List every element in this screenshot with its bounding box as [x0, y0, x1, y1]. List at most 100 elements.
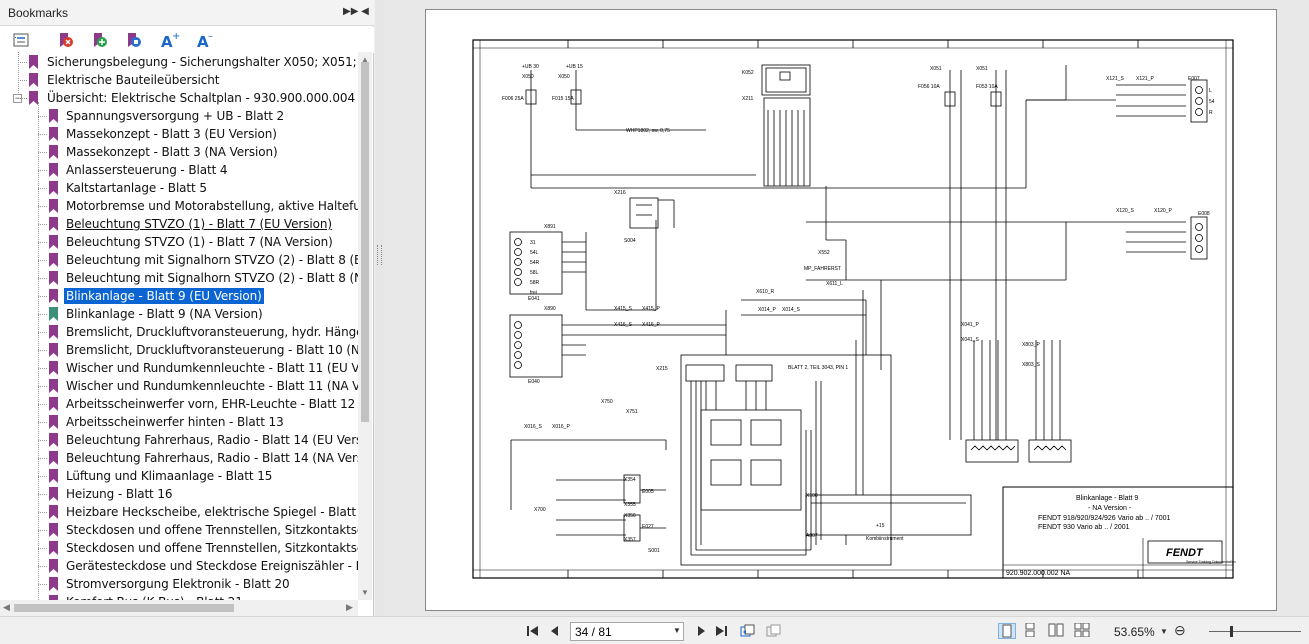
- bookmark-item[interactable]: Massekonzept - Blatt 3 (EU Version): [0, 125, 358, 143]
- bookmark-label[interactable]: Beleuchtung mit Signalhorn STVZO (2) - B…: [66, 253, 358, 267]
- bookmark-label[interactable]: Arbeitsscheinwerfer vorn, EHR-Leuchte - …: [66, 397, 356, 411]
- bookmark-label[interactable]: Massekonzept - Blatt 3 (NA Version): [66, 145, 278, 159]
- bookmark-item[interactable]: Arbeitsscheinwerfer vorn, EHR-Leuchte - …: [0, 395, 358, 413]
- document-view[interactable]: X050 X050 F006 25A F015 15A +UB 30 +UB 1…: [384, 0, 1309, 616]
- zoom-slider[interactable]: [1209, 631, 1301, 632]
- bookmarks-horizontal-scrollbar[interactable]: ◀ ▶: [0, 600, 358, 616]
- bookmark-item[interactable]: Beleuchtung Fahrerhaus, Radio - Blatt 14…: [0, 449, 358, 467]
- reduce-text-icon[interactable]: A–: [194, 30, 216, 50]
- bookmark-item[interactable]: Steckdosen und offene Trennstellen, Sitz…: [0, 539, 358, 557]
- facing-view-icon[interactable]: [1048, 623, 1066, 639]
- page-dropdown-icon[interactable]: ▼: [673, 626, 681, 635]
- bookmark-label[interactable]: Komfort Bus (K Bus) - Blatt 21: [66, 594, 243, 600]
- bookmark-label[interactable]: Steckdosen und offene Trennstellen, Sitz…: [66, 541, 358, 555]
- previous-page-icon[interactable]: [548, 624, 562, 638]
- panel-expand-icon[interactable]: ▶▶: [343, 6, 359, 17]
- bookmark-label[interactable]: Wischer und Rundumkennleuchte - Blatt 11…: [66, 379, 358, 393]
- bookmark-label[interactable]: Heizung - Blatt 16: [66, 487, 173, 501]
- bookmark-item[interactable]: Spannungsversorgung + UB - Blatt 2: [0, 107, 358, 125]
- single-page-view-icon[interactable]: [998, 623, 1016, 639]
- scroll-left-icon[interactable]: ◀: [3, 602, 10, 612]
- bookmark-label[interactable]: Beleuchtung STVZO (1) - Blatt 7 (NA Vers…: [66, 235, 333, 249]
- bookmarks-tree: − Sicherungsbelegung - Sicherungshalter …: [0, 52, 358, 600]
- options-icon[interactable]: [10, 30, 32, 50]
- bookmark-item[interactable]: Wischer und Rundumkennleuchte - Blatt 11…: [0, 377, 358, 395]
- bookmark-item[interactable]: Wischer und Rundumkennleuchte - Blatt 11…: [0, 359, 358, 377]
- bookmark-label[interactable]: Massekonzept - Blatt 3 (EU Version): [66, 127, 277, 141]
- page-number-field[interactable]: 34 / 81 ▼: [570, 622, 684, 641]
- bookmark-item[interactable]: Lüftung und Klimaanlage - Blatt 15: [0, 467, 358, 485]
- bookmark-item[interactable]: Beleuchtung STVZO (1) - Blatt 7 (EU Vers…: [0, 215, 358, 233]
- bookmark-label[interactable]: Anlassersteuerung - Blatt 4: [66, 163, 228, 177]
- zoom-level[interactable]: 53.65%: [1114, 625, 1155, 639]
- zoom-slider-thumb[interactable]: [1230, 626, 1233, 637]
- scroll-right-icon[interactable]: ▶: [346, 602, 353, 612]
- panel-splitter[interactable]: [375, 0, 384, 616]
- bookmark-item[interactable]: Steckdosen und offene Trennstellen, Sitz…: [0, 521, 358, 539]
- bookmark-item[interactable]: Bremslicht, Druckluftvoransteuerung, hyd…: [0, 323, 358, 341]
- bookmark-label[interactable]: Spannungsversorgung + UB - Blatt 2: [66, 109, 285, 123]
- last-page-icon[interactable]: [714, 624, 728, 638]
- bookmark-item[interactable]: Bremslicht, Druckluftvoransteuerung - Bl…: [0, 341, 358, 359]
- bookmark-item[interactable]: Heizbare Heckscheibe, elektrische Spiege…: [0, 503, 358, 521]
- bookmark-item[interactable]: Elektrische Bauteileübersicht: [0, 71, 358, 89]
- bookmark-label[interactable]: Beleuchtung Fahrerhaus, Radio - Blatt 14…: [66, 451, 358, 465]
- vertical-scroll-thumb[interactable]: [361, 62, 369, 422]
- bookmark-item[interactable]: Massekonzept - Blatt 3 (NA Version): [0, 143, 358, 161]
- continuous-view-icon[interactable]: [1022, 622, 1040, 639]
- bookmark-label[interactable]: Bremslicht, Druckluftvoransteuerung - Bl…: [66, 343, 358, 357]
- continuous-facing-view-icon[interactable]: [1074, 622, 1092, 639]
- bookmark-label[interactable]: Kaltstartanlage - Blatt 5: [66, 181, 207, 195]
- page-number-input[interactable]: 34 / 81: [575, 625, 612, 639]
- bookmark-label[interactable]: Arbeitsscheinwerfer hinten - Blatt 13: [66, 415, 284, 429]
- splitter-grip-icon[interactable]: [377, 245, 382, 265]
- bookmark-label[interactable]: Beleuchtung mit Signalhorn STVZO (2) - B…: [66, 271, 358, 285]
- first-page-icon[interactable]: [526, 624, 540, 638]
- bookmark-item[interactable]: Kaltstartanlage - Blatt 5: [0, 179, 358, 197]
- bookmark-properties-icon[interactable]: [122, 30, 144, 50]
- bookmark-item[interactable]: Gerätesteckdose und Steckdose Ereigniszä…: [0, 557, 358, 575]
- bookmark-label[interactable]: Beleuchtung STVZO (1) - Blatt 7 (EU Vers…: [66, 217, 332, 231]
- bookmark-item[interactable]: Komfort Bus (K Bus) - Blatt 21: [0, 593, 358, 600]
- bookmark-item[interactable]: Heizung - Blatt 16: [0, 485, 358, 503]
- bookmark-label[interactable]: Gerätesteckdose und Steckdose Ereigniszä…: [66, 559, 358, 573]
- bookmark-item[interactable]: Übersicht: Elektrische Schaltplan - 930.…: [0, 89, 358, 107]
- bookmark-item[interactable]: Sicherungsbelegung - Sicherungshalter X0…: [0, 53, 358, 71]
- scroll-up-icon[interactable]: ▲: [361, 55, 369, 64]
- zoom-dropdown-icon[interactable]: ▼: [1160, 627, 1168, 636]
- bookmark-label[interactable]: Bremslicht, Druckluftvoransteuerung, hyd…: [66, 325, 358, 339]
- bookmark-item[interactable]: Beleuchtung STVZO (1) - Blatt 7 (NA Vers…: [0, 233, 358, 251]
- panel-collapse-icon[interactable]: ◀: [361, 6, 369, 17]
- bookmark-item[interactable]: Arbeitsscheinwerfer hinten - Blatt 13: [0, 413, 358, 431]
- bookmark-label[interactable]: Heizbare Heckscheibe, elektrische Spiege…: [66, 505, 358, 519]
- bookmark-label[interactable]: Lüftung und Klimaanlage - Blatt 15: [66, 469, 273, 483]
- bookmark-label[interactable]: Übersicht: Elektrische Schaltplan - 930.…: [47, 91, 358, 105]
- bookmark-label[interactable]: Stromversorgung Elektronik - Blatt 20: [66, 577, 290, 591]
- next-view-icon[interactable]: [766, 624, 781, 638]
- bookmark-label[interactable]: Blinkanlage - Blatt 9 (EU Version): [64, 288, 264, 304]
- bookmark-item[interactable]: Motorbremse und Motorabstellung, aktive …: [0, 197, 358, 215]
- bookmark-item[interactable]: Stromversorgung Elektronik - Blatt 20: [0, 575, 358, 593]
- zoom-out-icon[interactable]: ⊖: [1174, 622, 1186, 638]
- add-bookmark-icon[interactable]: [88, 30, 110, 50]
- next-page-icon[interactable]: [694, 624, 708, 638]
- enlarge-text-icon[interactable]: A+: [158, 30, 180, 50]
- bookmark-label[interactable]: Wischer und Rundumkennleuchte - Blatt 11…: [66, 361, 358, 375]
- bookmark-label[interactable]: Steckdosen und offene Trennstellen, Sitz…: [66, 523, 358, 537]
- delete-bookmark-icon[interactable]: [54, 30, 76, 50]
- bookmark-label[interactable]: Sicherungsbelegung - Sicherungshalter X0…: [47, 55, 358, 69]
- bookmark-item[interactable]: Blinkanlage - Blatt 9 (EU Version): [0, 287, 358, 305]
- bookmark-label[interactable]: Blinkanlage - Blatt 9 (NA Version): [66, 307, 263, 321]
- bookmark-label[interactable]: Elektrische Bauteileübersicht: [47, 73, 220, 87]
- bookmark-item[interactable]: Beleuchtung mit Signalhorn STVZO (2) - B…: [0, 269, 358, 287]
- bookmark-item[interactable]: Anlassersteuerung - Blatt 4: [0, 161, 358, 179]
- bookmark-item[interactable]: Beleuchtung mit Signalhorn STVZO (2) - B…: [0, 251, 358, 269]
- scroll-down-icon[interactable]: ▼: [361, 588, 369, 597]
- bookmark-item[interactable]: Beleuchtung Fahrerhaus, Radio - Blatt 14…: [0, 431, 358, 449]
- bookmark-item[interactable]: Blinkanlage - Blatt 9 (NA Version): [0, 305, 358, 323]
- horizontal-scroll-thumb[interactable]: [14, 604, 234, 612]
- bookmarks-vertical-scrollbar[interactable]: ▲ ▼: [358, 52, 372, 600]
- previous-view-icon[interactable]: [740, 624, 755, 638]
- bookmark-label[interactable]: Motorbremse und Motorabstellung, aktive …: [66, 199, 358, 213]
- bookmark-label[interactable]: Beleuchtung Fahrerhaus, Radio - Blatt 14…: [66, 433, 358, 447]
